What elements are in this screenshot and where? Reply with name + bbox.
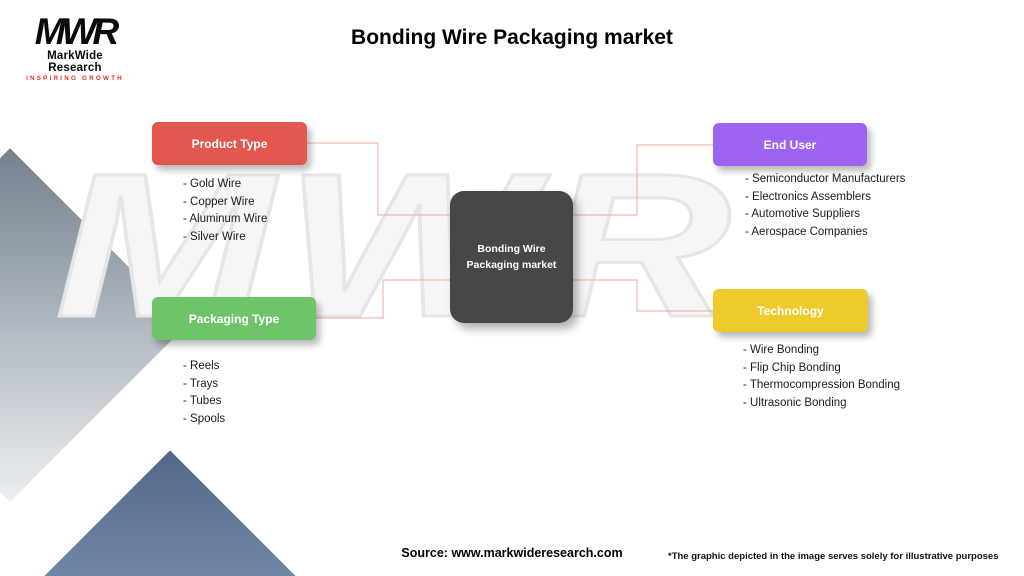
node-label-product-type: Product Type	[191, 136, 268, 151]
source-label: Source:	[401, 546, 448, 560]
logo-name: MarkWide Research	[47, 50, 103, 74]
list-item: - Tubes	[183, 395, 222, 407]
node-label-end-user: End User	[763, 137, 817, 152]
node-box-end-user: End User	[713, 123, 867, 166]
node-list-packaging-type: - Reels - Trays - Tubes - Spools	[183, 358, 225, 428]
center-node: Bonding Wire Packaging market	[450, 191, 573, 323]
connector-product-type	[307, 142, 450, 216]
disclaimer-text: *The graphic depicted in the image serve…	[668, 551, 999, 562]
list-item: - Flip Chip Bonding	[743, 361, 841, 374]
node-box-product-type: Product Type	[152, 122, 307, 165]
node-list-end-user: - Semiconductor Manufacturers - Electron…	[745, 171, 905, 241]
markwide-research-logo: MWR MarkWide Research Inspiring Growth	[20, 11, 130, 82]
center-node-label: Bonding Wire Packaging market	[466, 242, 557, 271]
list-item: - Gold Wire	[183, 178, 242, 190]
list-item: - Spools	[183, 412, 226, 425]
list-item: - Aerospace Companies	[745, 225, 868, 238]
source-line: Source: www.markwideresearch.com	[401, 546, 622, 560]
list-item: - Aluminum Wire	[183, 213, 268, 225]
list-item: - Reels	[183, 360, 220, 372]
list-item: - Semiconductor Manufacturers	[745, 173, 906, 185]
source-url: www.markwideresearch.com	[451, 546, 623, 560]
list-item: - Electronics Assemblers	[745, 190, 871, 203]
page-title: Bonding Wire Packaging market	[351, 26, 673, 49]
connector-technology	[573, 279, 713, 312]
list-item: - Wire Bonding	[743, 344, 820, 356]
node-list-product-type: - Gold Wire - Copper Wire - Aluminum Wir…	[183, 176, 267, 246]
connector-packaging-type	[316, 279, 450, 319]
list-item: - Thermocompression Bonding	[743, 379, 901, 391]
node-box-packaging-type: Packaging Type	[152, 297, 316, 340]
logo-tagline: Inspiring Growth	[26, 75, 124, 82]
node-list-technology: - Wire Bonding - Flip Chip Bonding - The…	[743, 342, 900, 412]
list-item: - Trays	[183, 377, 219, 390]
node-box-technology: Technology	[713, 289, 868, 332]
list-item: - Copper Wire	[183, 195, 255, 208]
list-item: - Automotive Suppliers	[745, 208, 861, 220]
list-item: - Silver Wire	[183, 230, 246, 243]
connector-end-user	[573, 144, 713, 216]
node-label-technology: Technology	[757, 303, 824, 318]
node-label-packaging-type: Packaging Type	[188, 311, 280, 326]
logo-acronym: MWR	[34, 11, 119, 52]
list-item: - Ultrasonic Bonding	[743, 396, 847, 409]
